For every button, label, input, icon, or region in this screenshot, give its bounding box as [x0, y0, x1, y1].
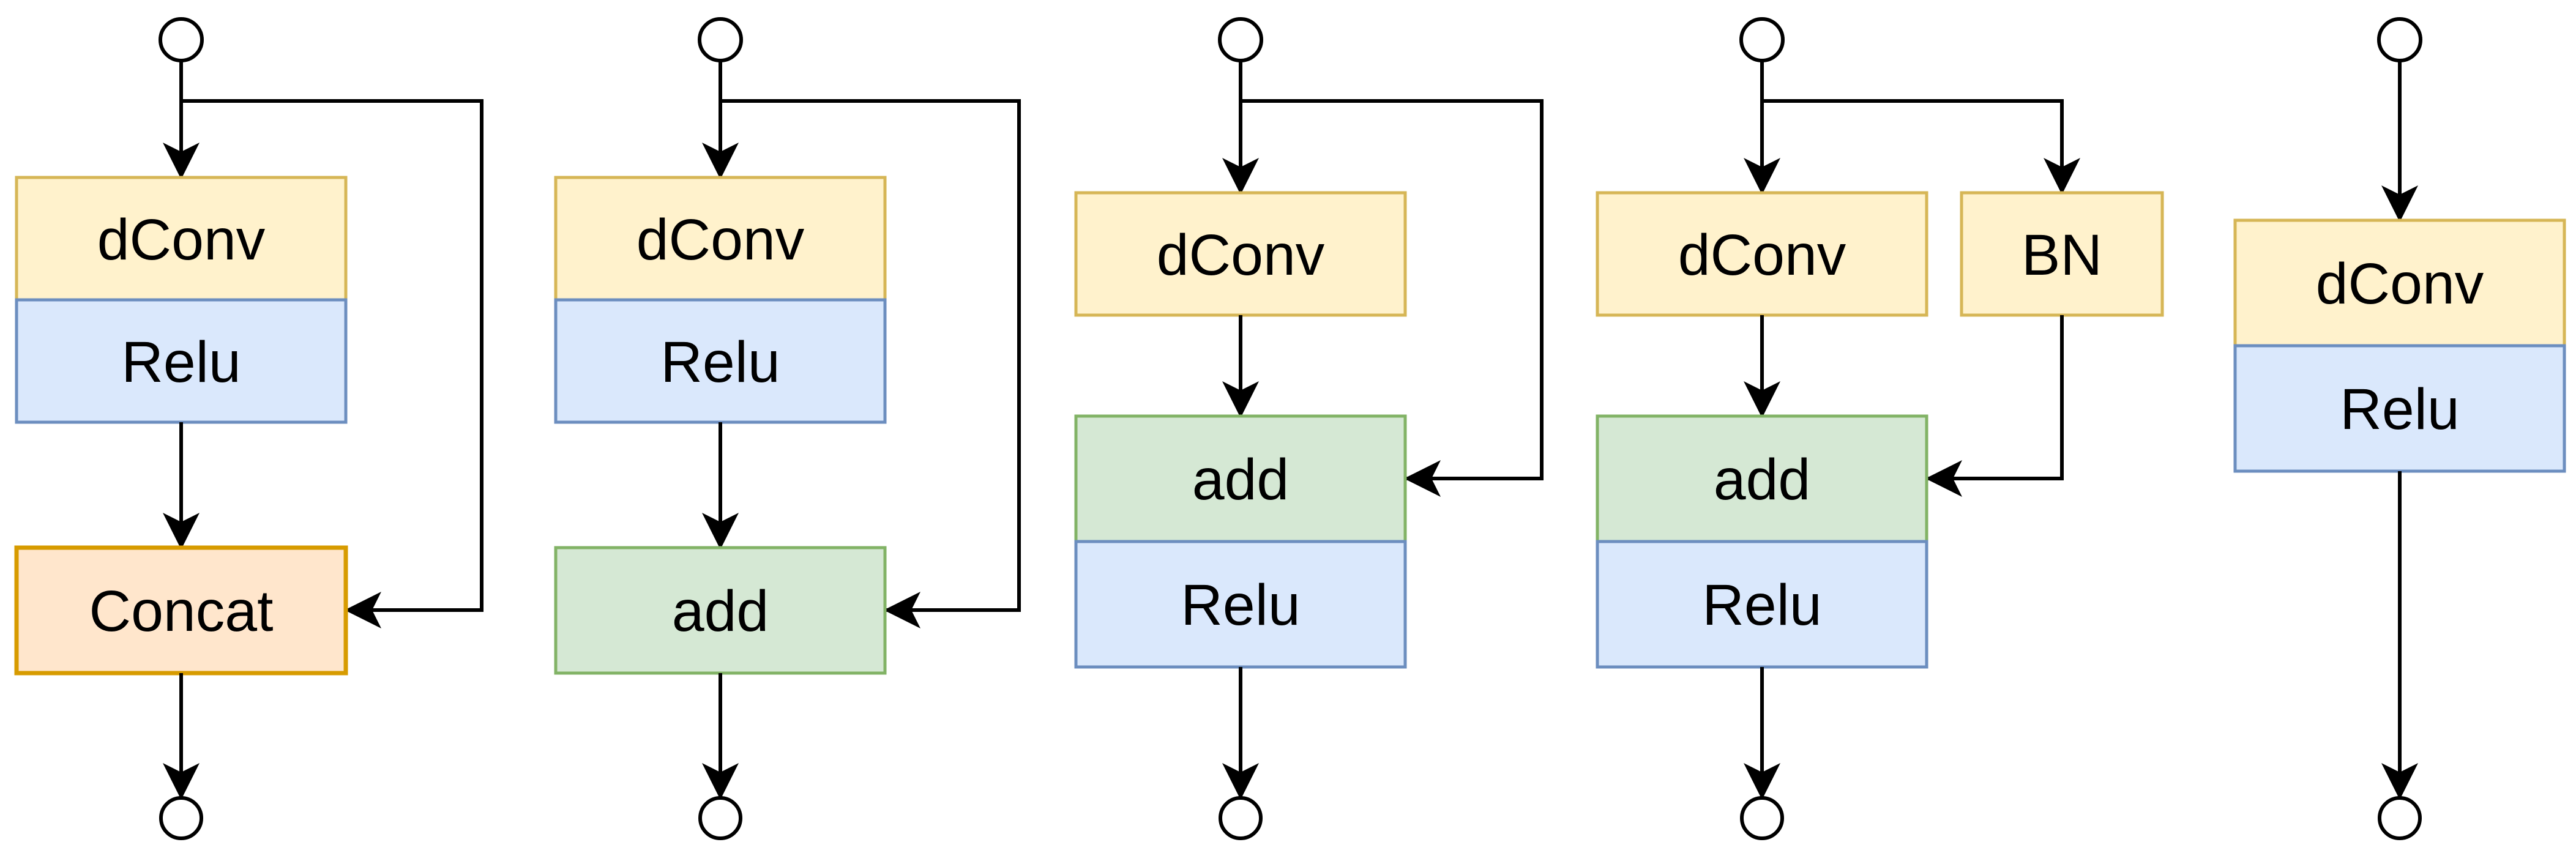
input-port — [159, 17, 204, 62]
relu-label: Relu — [121, 330, 241, 395]
diagram-add-before-relu-block: dConv add Relu — [1074, 17, 1544, 840]
add-label: add — [672, 579, 769, 644]
dconv-box — [1074, 191, 1407, 317]
relu-label: Relu — [1181, 573, 1300, 638]
input-port — [698, 17, 743, 62]
output-port — [1219, 796, 1263, 840]
add-label: add — [1192, 447, 1290, 512]
concat-label: Concat — [89, 579, 273, 644]
add-box — [1074, 414, 1407, 543]
dconv-label: dConv — [637, 207, 805, 272]
dconv-label: dConv — [1678, 223, 1846, 288]
concat-box — [14, 545, 348, 676]
bn-box — [1960, 191, 2164, 317]
edge-bn-to-add — [1925, 315, 2064, 497]
relu-box — [554, 298, 887, 424]
input-port — [1218, 17, 1263, 62]
dconv-label: dConv — [97, 207, 266, 272]
add-box — [554, 546, 887, 675]
input-port — [1739, 17, 1785, 62]
diagram-concat-skip-block: dConv Relu Concat — [14, 17, 483, 840]
input-port — [2377, 17, 2422, 62]
output-port — [159, 796, 203, 840]
relu-box — [15, 298, 348, 424]
add-label: add — [1714, 447, 1811, 512]
dconv-box — [554, 176, 887, 302]
diagram-plain-block: dConv Relu — [2233, 17, 2566, 840]
bn-label: BN — [2022, 223, 2102, 288]
relu-label: Relu — [2340, 377, 2459, 442]
edge-skip-input-to-concat — [181, 99, 483, 628]
output-port — [2378, 796, 2422, 840]
relu-box — [1074, 540, 1407, 669]
add-box — [1596, 414, 1928, 543]
relu-label: Relu — [660, 330, 780, 395]
dconv-label: dConv — [2316, 251, 2484, 316]
diagram-add-skip-after-relu-block: dConv Relu add — [554, 17, 1021, 840]
output-port — [698, 796, 742, 840]
edge-skip-input-to-add — [1241, 99, 1544, 497]
edge-input-to-bn — [1762, 99, 2080, 195]
dconv-box — [2233, 218, 2566, 348]
edge-skip-input-to-add — [720, 99, 1021, 628]
dconv-label: dConv — [1157, 223, 1325, 288]
relu-label: Relu — [1702, 573, 1821, 638]
dconv-box — [15, 176, 348, 302]
relu-box — [2233, 344, 2566, 473]
diagram-bn-branch-block: dConv BN add Relu — [1596, 17, 2164, 840]
output-port — [1740, 796, 1784, 840]
